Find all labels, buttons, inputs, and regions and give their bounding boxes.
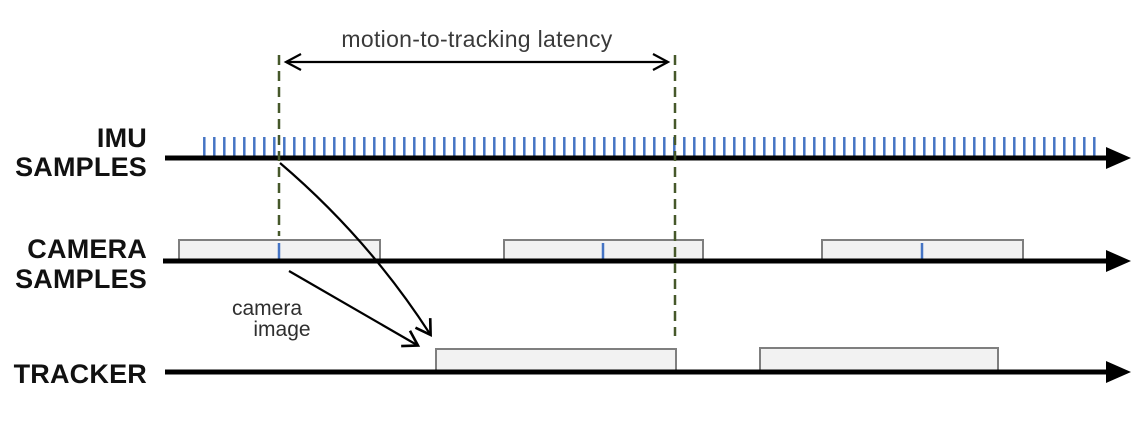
tracker-processing-box-1 [435, 348, 677, 373]
camera-row-label-line2: SAMPLES [15, 264, 147, 294]
imu-row-label-line2: SAMPLES [15, 152, 147, 182]
camera-timeline-arrowhead-icon [1106, 250, 1131, 272]
latency-label: motion-to-tracking latency [341, 26, 612, 52]
latency-arrow-right-head-icon [652, 53, 671, 71]
tracker-row-label: TRACKER [14, 359, 147, 389]
imu-sample-tick-train [203, 137, 1103, 158]
camera-image-to-tracker-arrow [288, 270, 421, 348]
camera-row-label-line1: CAMERA [27, 234, 147, 264]
imu-row-label-line1: IMU [97, 123, 147, 153]
latency-arrow-left-head-icon [283, 53, 302, 71]
tracker-timeline-arrowhead-icon [1106, 361, 1131, 383]
imu-timeline-arrowhead-icon [1106, 147, 1131, 169]
tracker-processing-box-2 [759, 347, 999, 373]
camera-image-label-line1: camera [232, 297, 302, 320]
imu-sample-to-tracker-arrow [279, 162, 432, 338]
camera-image-label-line2: image [253, 318, 310, 341]
latency-double-arrow [283, 53, 671, 71]
